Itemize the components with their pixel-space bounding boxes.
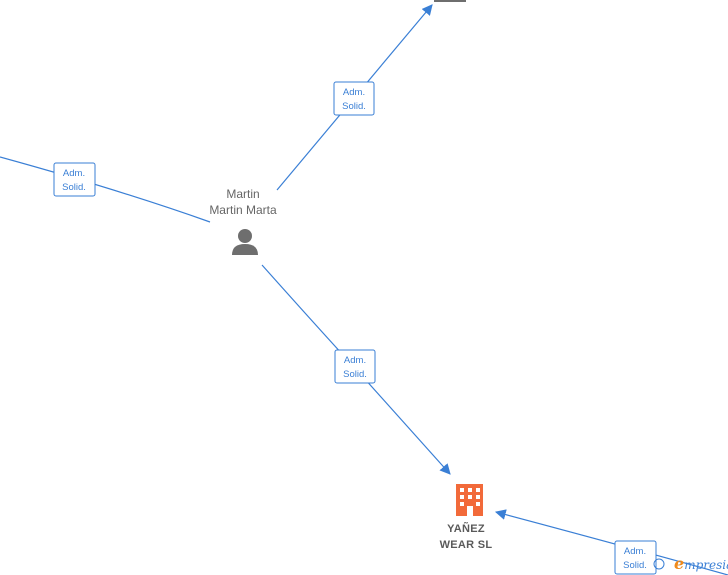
- company-node-label[interactable]: YAÑEZ WEAR SL: [416, 521, 516, 553]
- empresia-logo: empresia: [654, 553, 728, 573]
- edge-label-line2: Solid.: [343, 369, 367, 380]
- logo-e: e: [674, 554, 685, 573]
- copyright-icon: [653, 558, 665, 570]
- building-icon[interactable]: [456, 484, 483, 516]
- person-name-line1: Martin: [226, 187, 260, 201]
- edge-label-line1: Adm.: [624, 546, 646, 557]
- edge-label-line2: Solid.: [342, 101, 366, 112]
- edge-label-middle[interactable]: Adm. Solid.: [334, 349, 376, 384]
- company-name-line1: YAÑEZ: [447, 523, 485, 535]
- person-name-line2: Martin Marta: [209, 203, 277, 217]
- edge-label-line2: Solid.: [623, 560, 647, 571]
- edge-left-to-person[interactable]: [0, 156, 211, 223]
- edge-label-line1: Adm.: [344, 355, 366, 366]
- edge-label-line1: Adm.: [63, 168, 85, 179]
- person-node-label[interactable]: Martin Martin Marta: [192, 186, 294, 218]
- edge-label-line2: Solid.: [62, 182, 86, 193]
- offscreen-node-stub: [434, 0, 466, 2]
- edge-label-bottom-right[interactable]: Adm. Solid.: [614, 540, 657, 575]
- edge-label-top[interactable]: Adm. Solid.: [333, 81, 375, 116]
- company-name-line2: WEAR SL: [439, 539, 493, 551]
- edge-label-line1: Adm.: [343, 87, 365, 98]
- logo-rest: mpresia: [684, 558, 728, 572]
- edge-label-left[interactable]: Adm. Solid.: [53, 162, 96, 197]
- person-icon[interactable]: [232, 229, 258, 255]
